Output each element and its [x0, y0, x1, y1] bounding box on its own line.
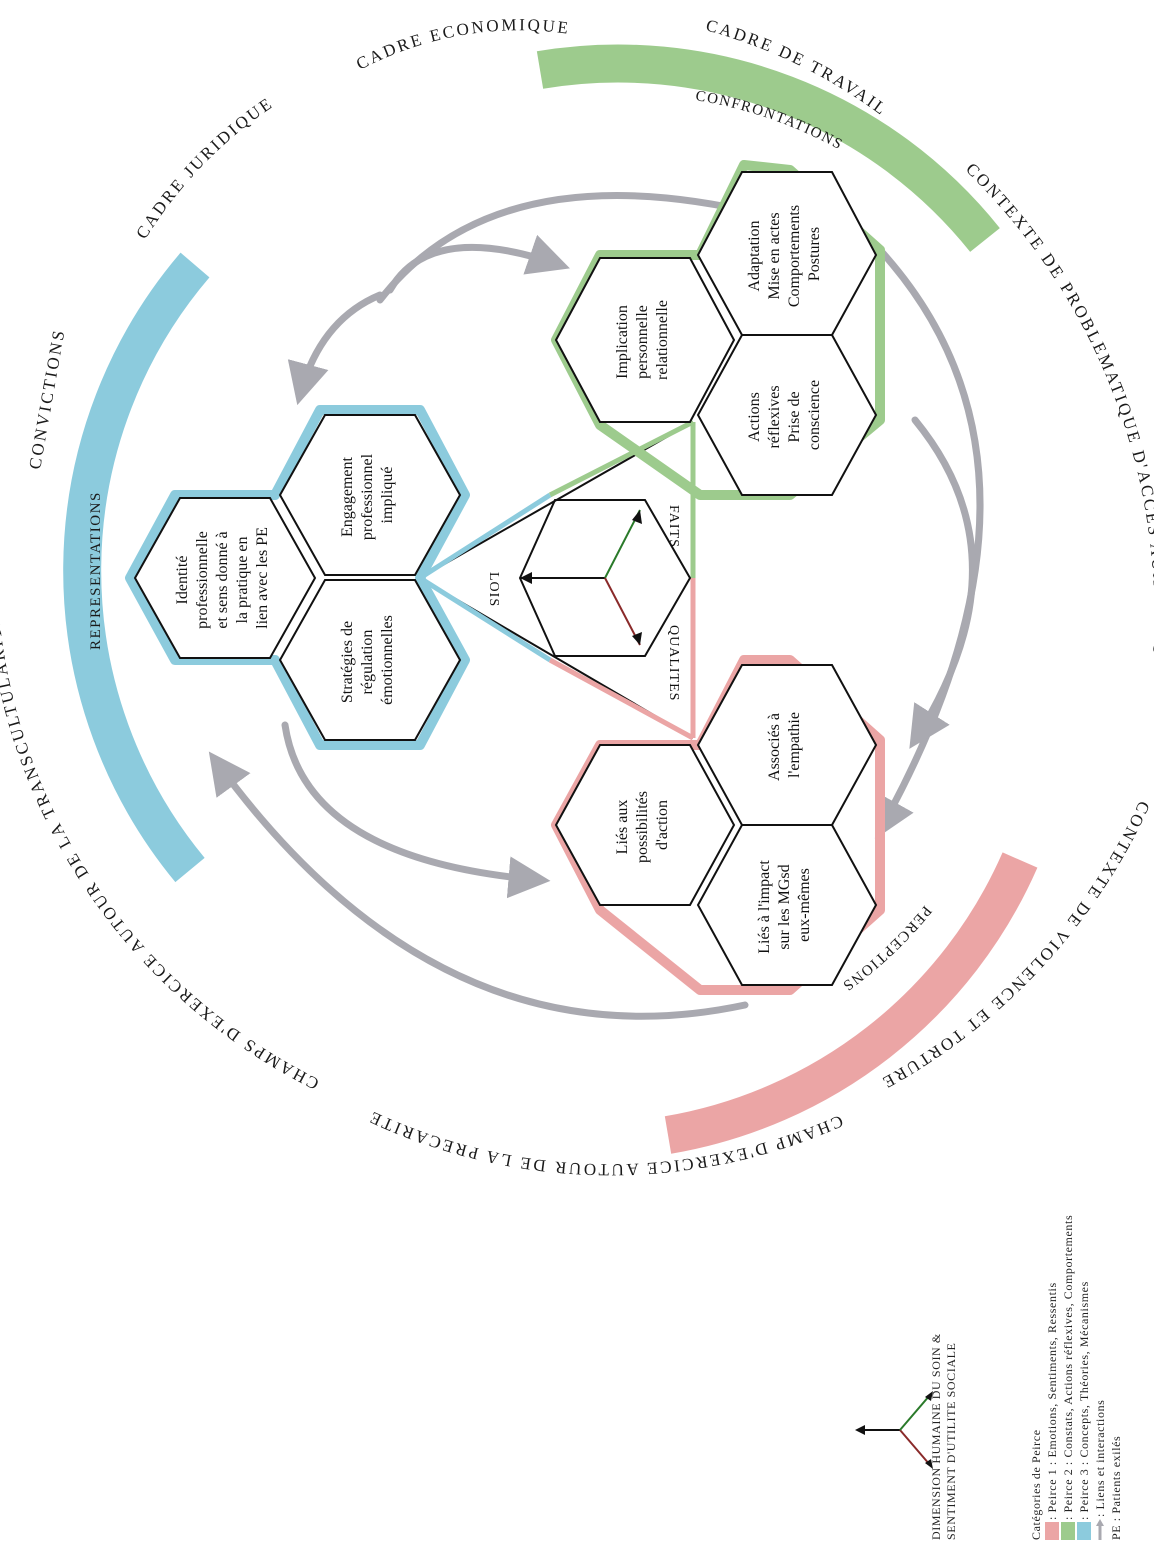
legend-title: Catégories de Peirce	[1029, 1429, 1043, 1540]
context-convictions: CONVICTIONS	[25, 327, 68, 471]
label-qualites: QUALITES	[666, 625, 681, 701]
inner-cube	[518, 499, 692, 657]
legend-dimension-line1: DIMENSION HUMAINE DU SOIN &	[929, 1333, 943, 1540]
interaction-arrows	[208, 191, 984, 1020]
context-cadre-economique: CADRE ECONOMIQUE	[353, 15, 571, 73]
hex-lies-action	[554, 744, 736, 906]
legend-swatch-blue	[1077, 1522, 1091, 1540]
legend-swatch-red	[1045, 1522, 1059, 1540]
legend-pe: PE : Patients exilés	[1109, 1436, 1123, 1540]
legend: DIMENSION HUMAINE DU SOIN & SENTIMENT D'…	[855, 1215, 1123, 1540]
hex-implication	[554, 257, 736, 423]
arrow-right-inner	[909, 416, 976, 749]
central-triangle: FAITS LOIS QUALITES	[418, 419, 696, 741]
legend-peirce2: : Peirce 2 : Constats, Actions réflexive…	[1061, 1215, 1075, 1520]
hex-actions	[696, 334, 878, 496]
red-band	[664, 852, 1038, 1154]
hex-lies-action-text: Liés aux possibilités d'action	[614, 787, 671, 863]
hex-associes-text: Associés à l'empathie	[766, 709, 803, 781]
hex-engagement-text: Engagement professionnel impliqué	[339, 450, 396, 540]
label-lois: LOIS	[486, 572, 501, 607]
hex-actions-text: Actions réflexives Prise de conscience	[746, 380, 823, 450]
green-outline	[551, 160, 885, 500]
green-band	[536, 44, 1000, 252]
label-faits: FAITS	[666, 505, 681, 548]
hex-engagement	[278, 414, 462, 576]
context-violence-torture: CONTEXTE DE VIOLENCE ET TORTURE	[878, 798, 1154, 1093]
red-hexagon-group: Associés à l'empathie Liés aux possibili…	[551, 655, 885, 995]
hex-strategies-text: Stratégies de régulation émotionnelles	[339, 615, 396, 705]
blue-outline	[125, 405, 470, 750]
legend-swatch-green	[1061, 1522, 1075, 1540]
legend-peirce3: : Peirce 3 : Concepts, Théories, Mécanis…	[1077, 1281, 1091, 1520]
hex-implication-text: Implication personnelle relationnelle	[614, 300, 671, 380]
arrow-left-inner	[281, 721, 551, 899]
band-representations: REPRESENTATIONS	[88, 491, 104, 650]
hex-identite	[133, 497, 317, 659]
legend-axes-icon	[855, 1391, 933, 1469]
context-cadre-juridique: CADRE JURIDIQUE	[132, 93, 277, 242]
hex-strategies	[278, 579, 462, 741]
arrow-top-inner	[386, 234, 570, 294]
hex-lies-impact	[696, 824, 878, 986]
arrow-right-outer	[874, 246, 984, 840]
legend-liens: : Liens et interactions	[1093, 1400, 1107, 1517]
legend-peirce1: : Peirce 1 : Emotions, Sentiments, Resse…	[1045, 1282, 1059, 1520]
green-hexagon-group: Implication personnelle relationnelle Ad…	[551, 160, 885, 500]
legend-dimension-line2: SENTIMENT D'UTILITE SOCIALE	[944, 1343, 958, 1540]
blue-band	[63, 252, 210, 883]
arrow-bottom-outer	[208, 751, 749, 1020]
hex-identite-text: Identité professionnelle et sens donné à…	[174, 527, 271, 629]
hex-lies-impact-text: Liés à l'impact sur les MGsd eux-mêmes	[756, 856, 813, 954]
arrow-top-left	[287, 291, 384, 406]
hex-adaptation-text: Adaptation Mise en actes Comportements P…	[746, 201, 823, 307]
blue-hexagon-group: Identité professionnelle et sens donné à…	[125, 405, 470, 750]
